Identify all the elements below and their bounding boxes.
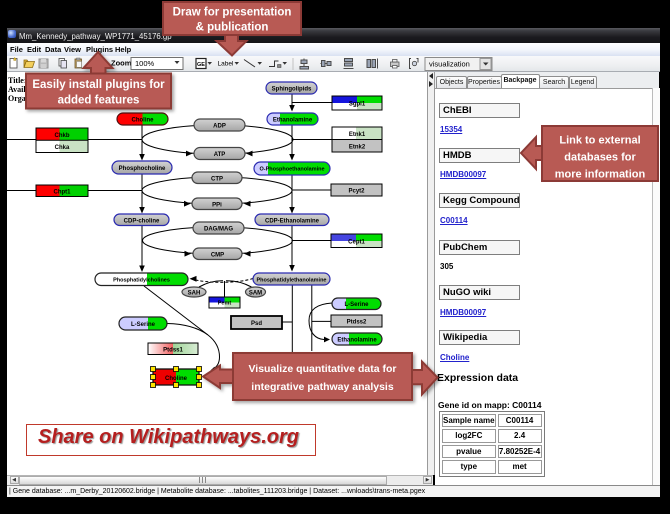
svg-text:Available: Available [8,85,40,94]
svg-text:Choline: Choline [165,376,188,382]
svg-text:Chpt1: Chpt1 [54,190,72,196]
svg-text:Draw for presentation: Draw for presentation [173,7,292,19]
svg-text:added features: added features [58,95,140,107]
svg-text:Visualize quantitative data f: Visualize quantitative data for [248,363,396,375]
svg-text:GE: GE [197,62,205,68]
svg-text:Easily install plugins for: Easily install plugins for [32,79,165,91]
svg-text:Phosphatidylcholines: Phosphatidylcholines [113,278,170,284]
svg-text:& publication: & publication [196,22,269,34]
svg-text:SAM: SAM [249,291,262,297]
svg-text:DAG/MAG: DAG/MAG [204,227,233,233]
svg-text:CDP-Ethanolamine: CDP-Ethanolamine [265,219,320,225]
svg-text:Sphingolipids: Sphingolipids [272,87,312,93]
svg-text:Chkb: Chkb [55,133,70,139]
svg-text:L-Serine: L-Serine [131,322,156,328]
svg-text:Ptdss2: Ptdss2 [347,320,367,326]
svg-text:Chka: Chka [55,145,70,151]
svg-text:Link to external: Link to external [559,135,640,147]
svg-text:Etnk2: Etnk2 [349,145,366,151]
svg-text:Pemt: Pemt [218,301,232,307]
svg-text:CDP-choline: CDP-choline [124,219,160,225]
svg-text:Ethanolamine: Ethanolamine [273,118,313,124]
svg-text:Pcyt2: Pcyt2 [348,189,365,195]
svg-text:Title:: Title: [8,76,27,85]
svg-text:O-Phosphoethanolamine: O-Phosphoethanolamine [259,167,324,173]
svg-text:Ethanolamine: Ethanolamine [337,338,377,344]
svg-text:Sgpl1: Sgpl1 [349,102,366,108]
svg-text:SAH: SAH [188,291,201,297]
svg-text:integrative pathway analysis: integrative pathway analysis [251,381,394,393]
svg-text:Psd: Psd [251,321,262,327]
svg-text:CTP: CTP [211,177,223,183]
svg-text:PPi: PPi [212,203,222,209]
svg-text:CMP: CMP [211,253,224,259]
svg-text:Label: Label [218,61,234,68]
svg-text:Zoom:: Zoom: [111,59,134,68]
svg-text:Ptdss1: Ptdss1 [163,348,183,354]
svg-text:L-Serine: L-Serine [344,302,369,308]
svg-text:Cept1: Cept1 [348,240,365,246]
svg-text:Phosphatidylethanolamine: Phosphatidylethanolamine [257,278,327,284]
svg-text:databases for: databases for [564,152,636,164]
svg-text:more information: more information [555,169,646,181]
svg-text:visualization: visualization [429,60,470,69]
svg-text:ATP: ATP [214,152,226,158]
svg-text:ADP: ADP [213,124,226,130]
svg-text:Etnk1: Etnk1 [349,132,366,138]
svg-text:Choline: Choline [132,118,155,124]
svg-text:Phosphocholine: Phosphocholine [119,166,166,172]
svg-text:100%: 100% [135,59,155,68]
